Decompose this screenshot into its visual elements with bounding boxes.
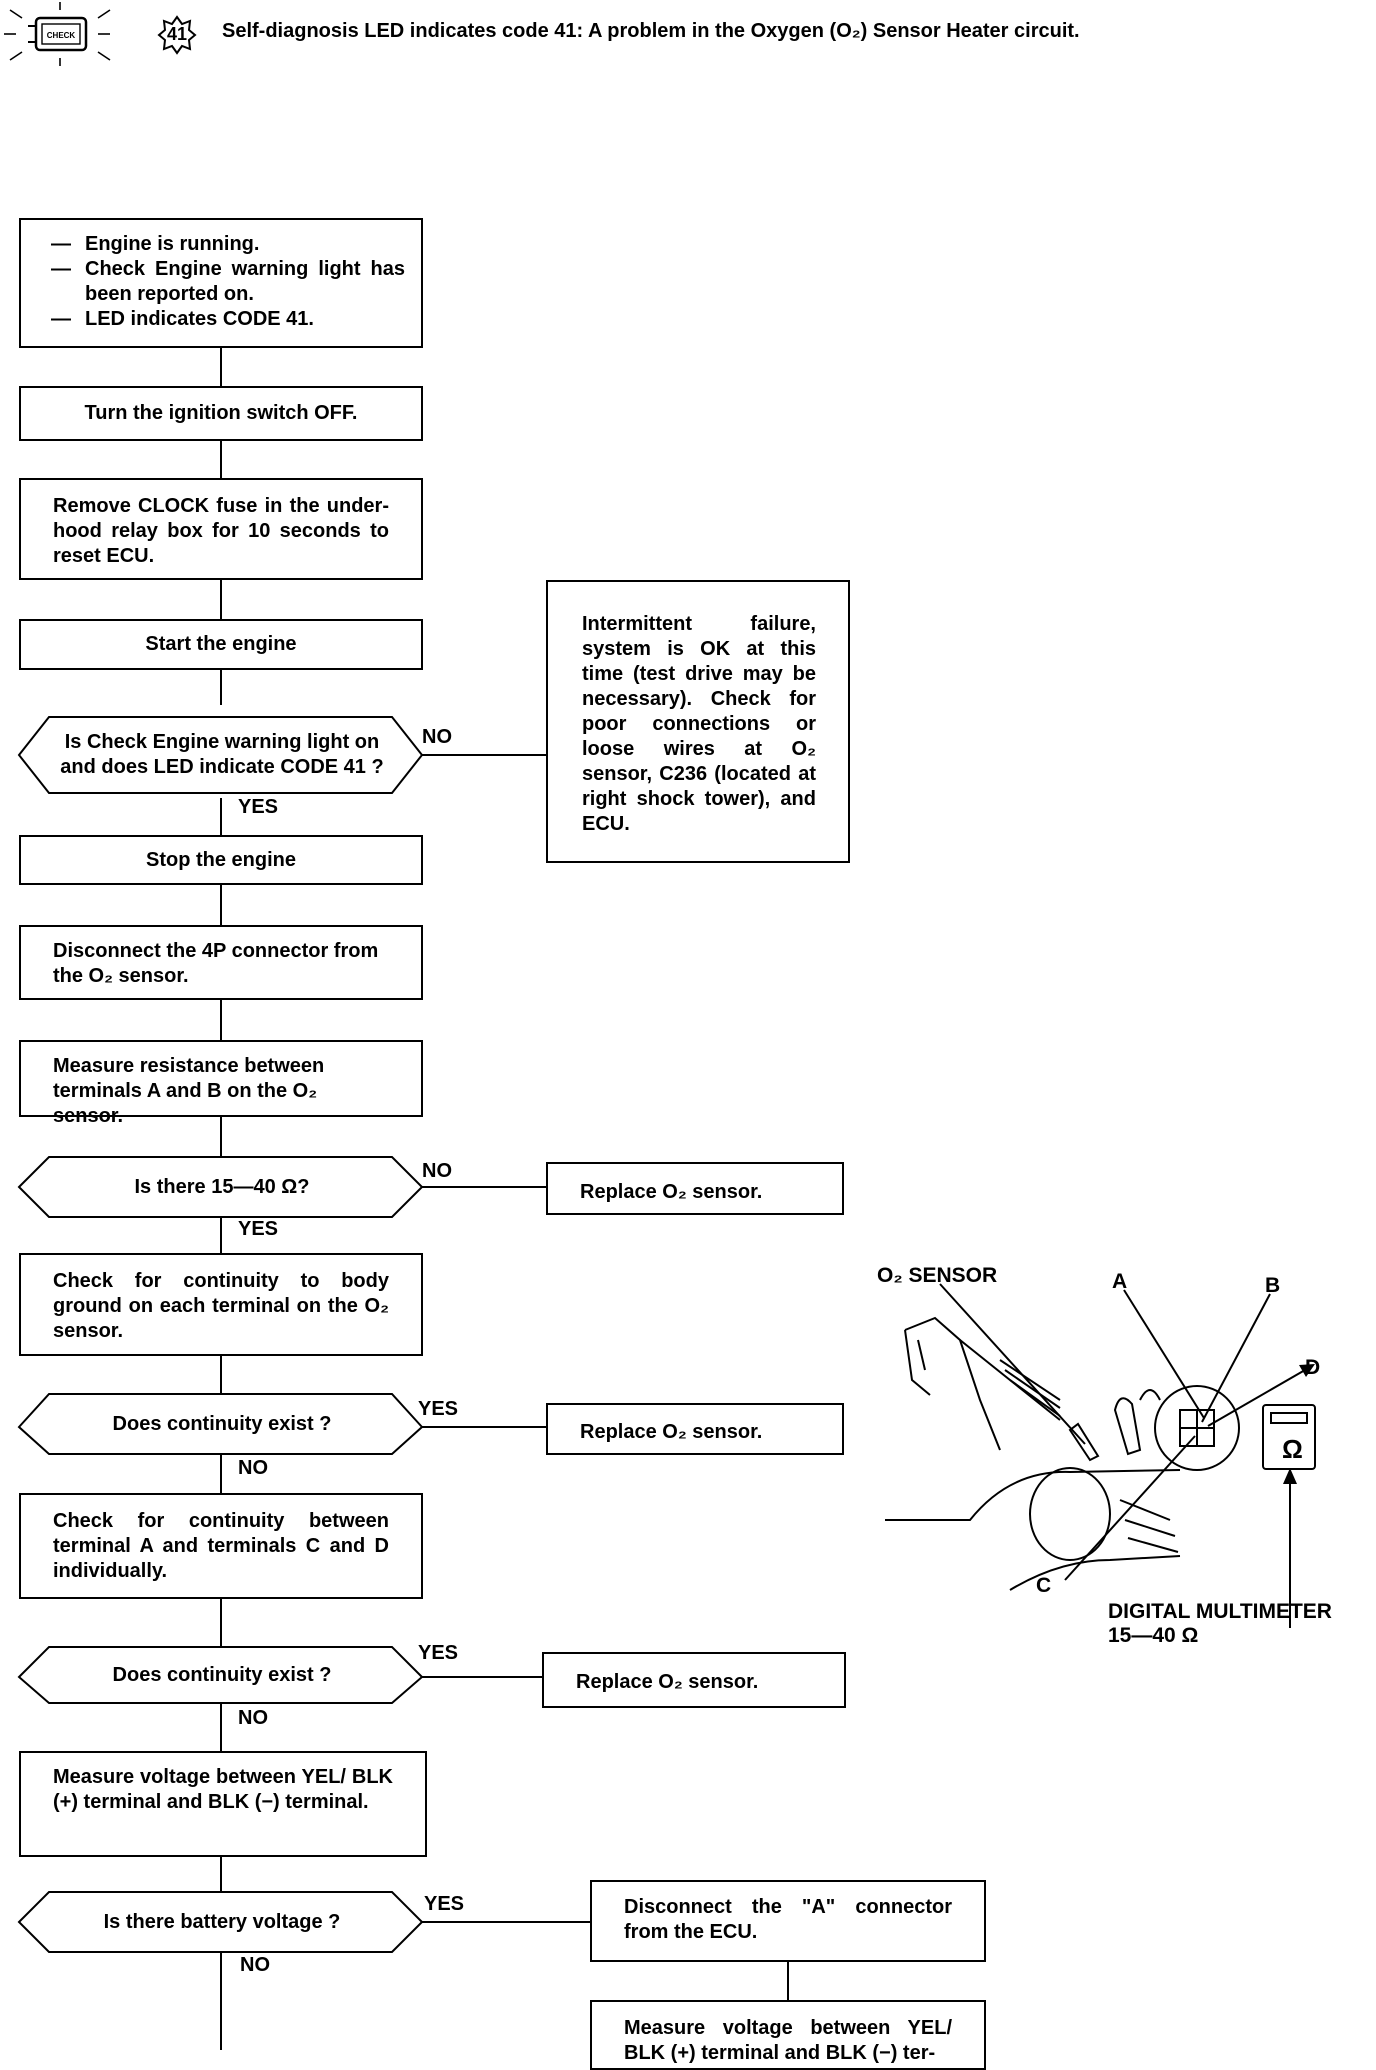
multimeter-value: 15—40 Ω	[1108, 1624, 1199, 1647]
step-check-terminals: Check for continuity between terminal A …	[19, 1493, 423, 1599]
condition-led-code: LED indicates CODE 41.	[51, 307, 405, 332]
step-remove-fuse: Remove CLOCK fuse in the under-hood rela…	[19, 478, 423, 580]
label-no-continuity-2: NO	[238, 1707, 268, 1729]
multimeter-label: DIGITAL MULTIMETER	[1108, 1600, 1332, 1623]
label-no-battery: NO	[240, 1954, 270, 1976]
step-measure-voltage: Measure voltage between YEL/ BLK (+) ter…	[19, 1751, 427, 1857]
question-battery-voltage: Is there battery voltage ?	[103, 1910, 341, 1933]
step-check-ground: Check for continuity to body ground on e…	[19, 1253, 423, 1356]
page-title: Self-diagnosis LED indicates code 41: A …	[222, 20, 1080, 42]
label-no-resistance: NO	[422, 1160, 452, 1182]
question-light-on: Is Check Engine warning light on and doe…	[60, 731, 384, 778]
result-replace-sensor-1: Replace O₂ sensor.	[546, 1162, 844, 1215]
step-start-engine: Start the engine	[19, 619, 423, 670]
step-ignition-off: Turn the ignition switch OFF.	[19, 386, 423, 441]
question-resistance: Is there 15—40 Ω?	[134, 1175, 310, 1198]
check-engine-light-icon: CHECK	[4, 2, 111, 66]
label-yes-light: YES	[238, 796, 279, 818]
code-badge-number: 41	[166, 24, 188, 44]
result-replace-sensor-2: Replace O₂ sensor.	[546, 1403, 844, 1455]
step-disconnect-a-connector: Disconnect the "A" connector from the EC…	[590, 1880, 986, 1962]
label-yes-battery: YES	[424, 1893, 465, 1915]
condition-warning-light: Check Engine warning light has been repo…	[51, 257, 405, 307]
question-continuity-2: Does continuity exist ?	[112, 1663, 332, 1686]
terminal-b-label: B	[1265, 1274, 1281, 1297]
result-replace-sensor-3: Replace O₂ sensor.	[542, 1652, 846, 1708]
o2-sensor-label: O₂ SENSOR	[877, 1264, 998, 1287]
terminal-a-label: A	[1112, 1270, 1128, 1293]
step-measure-resistance: Measure resistance between terminals A a…	[19, 1040, 423, 1127]
conditions-box: Engine is running. Check Engine warning …	[19, 218, 423, 348]
result-intermittent-failure: Intermittent failure, system is OK at th…	[546, 580, 850, 863]
terminal-c-label: C	[1036, 1574, 1052, 1597]
step-measure-voltage-2: Measure voltage between YEL/ BLK (+) ter…	[590, 2000, 986, 2070]
meter-ohm-symbol: Ω	[1282, 1434, 1303, 1464]
svg-text:CHECK: CHECK	[47, 31, 76, 40]
step-disconnect-4p: Disconnect the 4P connector from the O₂ …	[19, 925, 423, 1000]
label-no-continuity-1: NO	[238, 1457, 268, 1479]
label-yes-resistance: YES	[238, 1218, 279, 1240]
condition-engine-running: Engine is running.	[51, 232, 405, 257]
label-yes-continuity-2: YES	[418, 1642, 459, 1664]
o2-sensor-illustration	[880, 1300, 1240, 1600]
question-continuity-1: Does continuity exist ?	[112, 1412, 332, 1435]
label-yes-continuity-1: YES	[418, 1398, 459, 1420]
code-badge: 41	[157, 15, 197, 55]
terminal-d-label: D	[1305, 1356, 1321, 1379]
step-stop-engine: Stop the engine	[19, 835, 423, 885]
label-no-light: NO	[422, 726, 452, 748]
digital-multimeter-icon: Ω	[1262, 1404, 1316, 1470]
